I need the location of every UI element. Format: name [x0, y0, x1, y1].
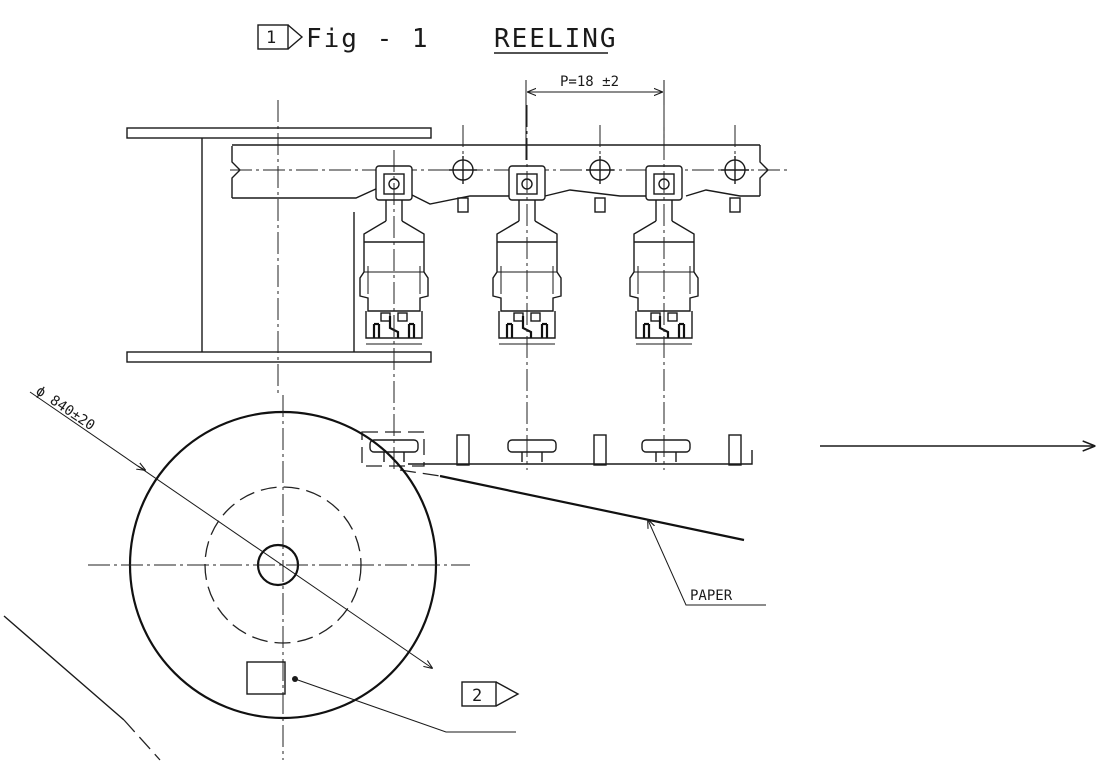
reel-label-area — [246, 661, 286, 695]
diameter-dimension: ϕ 840±20 — [29, 383, 432, 668]
side-part — [507, 439, 557, 463]
note-marker-box-1 — [257, 24, 289, 50]
note-marker-1-text: 1 — [266, 28, 276, 48]
carrier-tape — [230, 144, 790, 205]
paper-strip — [439, 474, 745, 542]
sprocket-hole — [720, 124, 750, 213]
terminals — [358, 105, 700, 470]
reel-top-view — [126, 100, 432, 395]
note-marker-arrow-1 — [287, 24, 304, 50]
note-marker-2-text: 2 — [472, 686, 482, 706]
paper-leader: PAPER — [648, 520, 766, 606]
pitch-dimension: P=18 ±2 — [525, 74, 665, 160]
sprocket-hole — [585, 124, 615, 213]
reel-side-view — [88, 395, 470, 760]
pitch-label: P=18 ±2 — [560, 74, 619, 90]
side-pin — [456, 434, 470, 466]
tape-side-view — [361, 431, 753, 542]
side-pin — [728, 434, 742, 466]
reel-flange-top — [126, 127, 432, 139]
side-view-detail-box — [361, 431, 425, 467]
diameter-label: ϕ 840±20 — [33, 383, 98, 434]
paper-label: PAPER — [690, 588, 733, 604]
oblique-line — [3, 615, 161, 761]
figure-number: Fig - 1 — [306, 24, 430, 54]
note-marker-arrow-2 — [495, 681, 520, 707]
reel-flange-bottom — [126, 351, 432, 363]
figure-title: 1 Fig - 1 REELING — [257, 24, 618, 54]
side-pin — [593, 434, 607, 466]
sprocket-holes — [448, 124, 750, 213]
note-2-leader: 2 — [292, 676, 520, 733]
note-marker-box-2 — [461, 681, 497, 707]
figure-name: REELING — [494, 24, 618, 54]
side-part — [641, 439, 691, 463]
